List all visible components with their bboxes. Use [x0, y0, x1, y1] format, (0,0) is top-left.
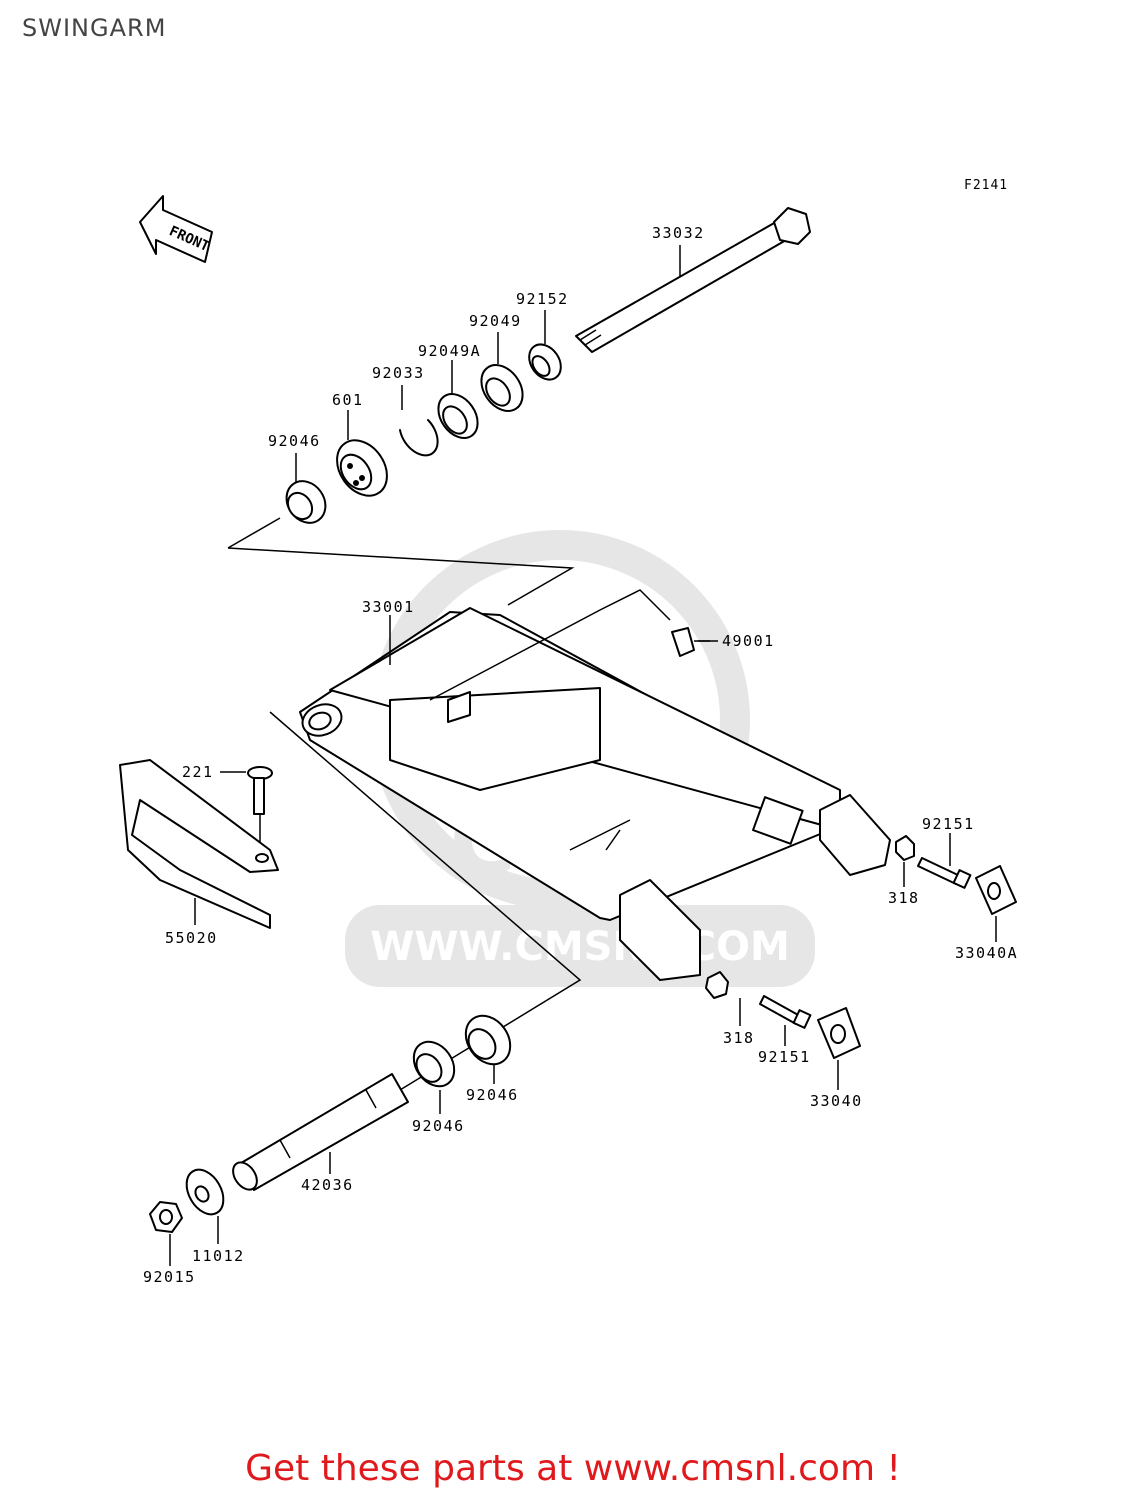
nut-92015 — [149, 1201, 183, 1233]
swingarm-diagram: CMS WWW.CMSNL.COM FRONT — [119, 195, 1018, 1286]
collar-92152 — [528, 343, 562, 381]
assembly-line — [429, 589, 671, 701]
label-33001: 33001 — [362, 598, 415, 616]
figure-code: F2141 — [964, 178, 1009, 193]
label-601: 601 — [332, 391, 364, 409]
nut-318-right — [895, 835, 915, 861]
footer-link[interactable]: Get these parts at www.cmsnl.com ! — [245, 1448, 901, 1489]
adjuster-33040 — [817, 1007, 861, 1059]
pivot-sleeve-42036 — [232, 1073, 409, 1191]
label-42036: 42036 — [301, 1176, 354, 1194]
label-318-right: 318 — [888, 889, 920, 907]
seal-92049 — [480, 364, 524, 412]
label-33040A: 33040A — [955, 944, 1018, 962]
label-92151-right: 92151 — [922, 815, 975, 833]
label-221: 221 — [182, 763, 214, 781]
label-318-lower: 318 — [723, 1029, 755, 1047]
swingarm-33001 — [299, 607, 891, 981]
label-92033: 92033 — [372, 364, 425, 382]
label-49001: 49001 — [722, 632, 775, 650]
label-11012: 11012 — [192, 1247, 245, 1265]
bolt-92151-right — [917, 857, 972, 889]
seal-92049A — [437, 393, 479, 439]
label-92046-top: 92046 — [268, 432, 321, 450]
assembly-line — [269, 711, 582, 1091]
needle-bearing-92046-top — [285, 480, 327, 524]
assembly-line — [227, 547, 575, 606]
bolt-92151-lower — [759, 995, 812, 1029]
front-arrow-icon: FRONT — [139, 195, 213, 263]
label-92049: 92049 — [469, 312, 522, 330]
label-92049A: 92049A — [418, 342, 481, 360]
ball-bearing-601 — [336, 439, 388, 497]
label-92152: 92152 — [516, 290, 569, 308]
label-33032: 33032 — [652, 224, 705, 242]
needle-bearing-92046-lower-right — [464, 1014, 512, 1066]
label-92046-lower-left: 92046 — [412, 1117, 465, 1135]
watermark: CMS WWW.CMSNL.COM — [345, 530, 815, 987]
leader-line — [227, 517, 281, 549]
circlip-92033 — [399, 419, 439, 457]
chain-guard-55020 — [119, 759, 279, 929]
label-92151-lower: 92151 — [758, 1048, 811, 1066]
label-92015: 92015 — [143, 1268, 196, 1286]
label-55020: 55020 — [165, 929, 218, 947]
washer-11012 — [185, 1168, 225, 1216]
needle-bearing-92046-lower-left — [412, 1040, 456, 1088]
adjuster-33040A — [975, 865, 1017, 915]
watermark-url: WWW.CMSNL.COM — [370, 924, 790, 970]
axle-shaft-33032 — [575, 207, 811, 353]
page-title: SWINGARM — [22, 14, 167, 42]
label-92046-lower-right: 92046 — [466, 1086, 519, 1104]
nut-318-lower — [705, 971, 729, 999]
leader-lines — [169, 245, 997, 1266]
label-33040: 33040 — [810, 1092, 863, 1110]
screw-221 — [220, 766, 273, 856]
